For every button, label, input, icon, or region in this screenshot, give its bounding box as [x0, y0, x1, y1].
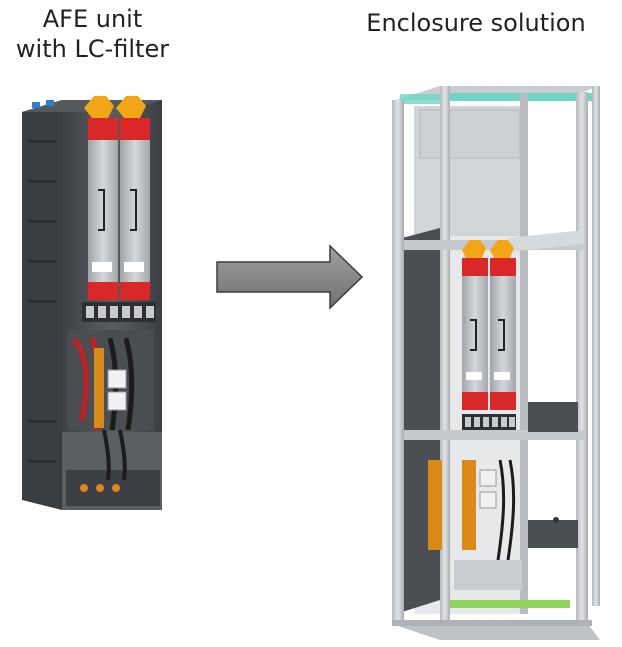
afe-lifting-lug-1: [84, 96, 114, 118]
enclosure-lifting-lug-2: [490, 240, 514, 258]
afe-unit-caption: AFE unit with LC-filter: [0, 4, 185, 64]
enclosure-mounting-rail: [508, 230, 584, 252]
afe-terminal-strip: [94, 348, 104, 428]
enclosure-terminal-block-mid: [462, 460, 476, 550]
enclosure-caption: Enclosure solution: [330, 8, 622, 38]
afe-lifting-lug-2: [116, 96, 146, 118]
enclosure-terminal-block-left: [428, 460, 442, 550]
enclosure-post-front-left: [392, 100, 404, 624]
afe-busbar-1: [71, 337, 90, 421]
afe-unit-caption-line1: AFE unit: [42, 5, 143, 33]
enclosure-top-bar-teal: [440, 93, 596, 101]
enclosure-bottom-bar-green: [450, 600, 570, 608]
afe-side-panel: [22, 100, 62, 510]
afe-unit-illustration: [22, 96, 162, 510]
enclosure-lifting-lug-1: [462, 240, 486, 258]
enclosure-post-front-right: [576, 92, 588, 624]
enclosure-left-side-panel: [402, 228, 440, 612]
enclosure-illustration: [392, 86, 600, 640]
right-arrow-icon: [216, 244, 364, 310]
enclosure-post-rear-left: [440, 86, 450, 626]
enclosure-caption-line1: Enclosure solution: [366, 9, 586, 37]
enclosure-base-frame: [392, 624, 600, 640]
enclosure-post-rear-right: [592, 86, 600, 606]
afe-unit-caption-line2: with LC-filter: [15, 35, 170, 63]
